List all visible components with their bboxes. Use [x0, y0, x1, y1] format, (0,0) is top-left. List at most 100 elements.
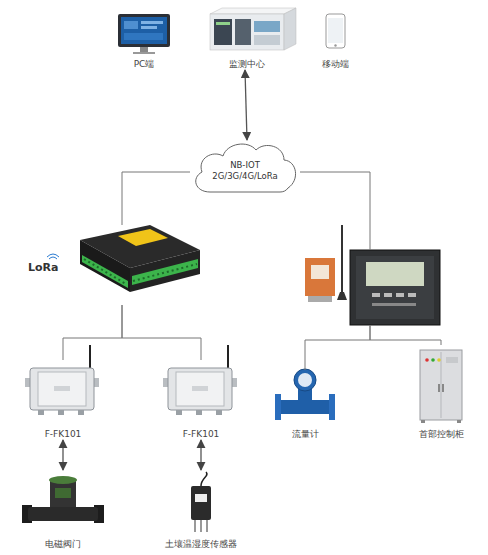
- rtu-node: F-FK101: [22, 360, 104, 440]
- connector-line: [122, 172, 190, 225]
- control-cabinet-illustration-part: [421, 420, 425, 423]
- control-cabinet-illustration-part: [441, 352, 442, 418]
- soil-sensor-illustration-part: [195, 494, 207, 502]
- controller-device-part: [356, 256, 434, 319]
- network-cloud: NB-IOT2G/3G/4G/LoRa: [190, 140, 300, 195]
- controller-device-part: [396, 293, 404, 297]
- terminal-node: 监测中心: [205, 8, 289, 70]
- rtu-box-left: [25, 345, 99, 415]
- rtu-box-right: [163, 345, 237, 415]
- lora-gateway-device-part: [133, 264, 197, 281]
- connector-line: [63, 305, 122, 360]
- terminal-node: PC端: [115, 12, 173, 70]
- node-label: F-FK101: [183, 429, 220, 440]
- pc-monitor-icon-part: [124, 33, 163, 40]
- flow-meter-illustration-part: [294, 369, 316, 391]
- node-label: 电磁阀门: [45, 539, 81, 550]
- controller-device-part: [366, 262, 424, 286]
- controller-device-part: [341, 225, 343, 298]
- rtu-box-left-part: [89, 345, 91, 369]
- soil-sensor-illustration-part: [194, 520, 196, 532]
- monitor-center-icon-part: [210, 14, 284, 50]
- control-cabinet-illustration-part: [431, 358, 435, 362]
- lora-gateway-device-part: [82, 255, 128, 288]
- device-node: 流量计: [270, 370, 340, 440]
- lora-gateway-device-part: [132, 259, 198, 285]
- controller-device-part: [350, 250, 440, 325]
- monitor-center-icon-part: [216, 22, 230, 25]
- rtu-box-left-part: [54, 386, 70, 391]
- node-label: 土壤温湿度传感器: [165, 539, 237, 550]
- control-cabinet-illustration-part: [425, 358, 429, 362]
- device-node: 电磁阀门: [18, 470, 108, 550]
- mobile-phone-icon-part: [334, 44, 336, 46]
- control-cabinet-illustration-part: [420, 350, 462, 420]
- node-label: 首部控制柜: [419, 429, 464, 440]
- controller-device-part: [372, 293, 380, 297]
- rtu-box-right-part: [216, 410, 222, 415]
- controller-device-part: [308, 296, 332, 302]
- monitor-center-icon-part: [235, 19, 251, 45]
- control-cabinet-illustration-part: [446, 357, 458, 363]
- gateway-node: LoRa: [25, 225, 197, 305]
- rtu-box-right-part: [196, 410, 202, 415]
- control-cabinet-illustration: [420, 350, 462, 423]
- soil-sensor-illustration-part: [200, 520, 202, 532]
- lora-gateway-device-part: [80, 240, 130, 292]
- pc-monitor-icon-part: [141, 26, 157, 29]
- connector-line: [300, 172, 370, 250]
- controller-node: [295, 250, 440, 325]
- lora-wave-icon-part: [49, 257, 57, 259]
- node-label: F-FK101: [45, 429, 82, 440]
- connector-line: [305, 325, 370, 370]
- soil-sensor-illustration-part: [191, 486, 211, 520]
- control-cabinet-illustration-part: [437, 358, 441, 362]
- monitor-center-icon-part: [214, 19, 232, 45]
- monitor-center-icon-part: [284, 8, 296, 50]
- rtu-box-right-part: [176, 410, 182, 415]
- rtu-box-left-part: [78, 410, 84, 415]
- solenoid-valve-illustration-part: [28, 507, 98, 521]
- solenoid-valve-illustration-part: [50, 480, 76, 507]
- monitor-center-icon: [210, 8, 296, 50]
- pc-monitor-icon-part: [140, 47, 148, 52]
- connector-arrow: [245, 70, 247, 140]
- soil-sensor-illustration-part: [201, 472, 207, 486]
- connector-line: [370, 325, 441, 345]
- controller-device-part: [311, 265, 329, 279]
- lora-gateway-device-part: [118, 229, 168, 246]
- rtu-box-right-part: [227, 345, 229, 369]
- pc-monitor-icon-part: [124, 21, 138, 29]
- network-label: 2G/3G/4G/LoRa: [212, 171, 277, 182]
- flow-meter-illustration-part: [329, 394, 335, 420]
- controller-device-part: [337, 292, 347, 300]
- device-node: 土壤温湿度传感器: [144, 470, 259, 550]
- controller-device-part: [372, 303, 416, 306]
- pc-monitor-icon-part: [121, 17, 167, 44]
- connector-arrow: [200, 440, 201, 470]
- logo-text: LoRa: [28, 262, 58, 273]
- flow-meter-illustration: [275, 369, 335, 420]
- control-cabinet-illustration-part: [438, 384, 440, 392]
- lora-gateway-device-part: [130, 250, 200, 292]
- soil-sensor-illustration-part: [206, 520, 208, 532]
- mobile-phone-icon-part: [326, 14, 345, 48]
- controller-device: [305, 225, 440, 325]
- solenoid-valve-illustration-part: [49, 476, 77, 484]
- node-label: 流量计: [292, 429, 319, 440]
- device-node: 首部控制柜: [405, 345, 477, 440]
- rtu-box-right-part: [176, 372, 224, 406]
- connector-arrow: [62, 440, 63, 470]
- flow-meter-illustration-part: [275, 394, 281, 420]
- pc-monitor-icon-part: [118, 14, 170, 47]
- monitor-center-icon-part: [254, 21, 280, 32]
- network-label: NB-IOT: [230, 160, 260, 171]
- rtu-box-left-part: [38, 372, 86, 406]
- controller-device-part: [305, 258, 335, 296]
- flow-meter-illustration-part: [278, 400, 332, 414]
- pc-monitor-icon: [118, 14, 170, 54]
- flow-meter-illustration-part: [298, 373, 312, 387]
